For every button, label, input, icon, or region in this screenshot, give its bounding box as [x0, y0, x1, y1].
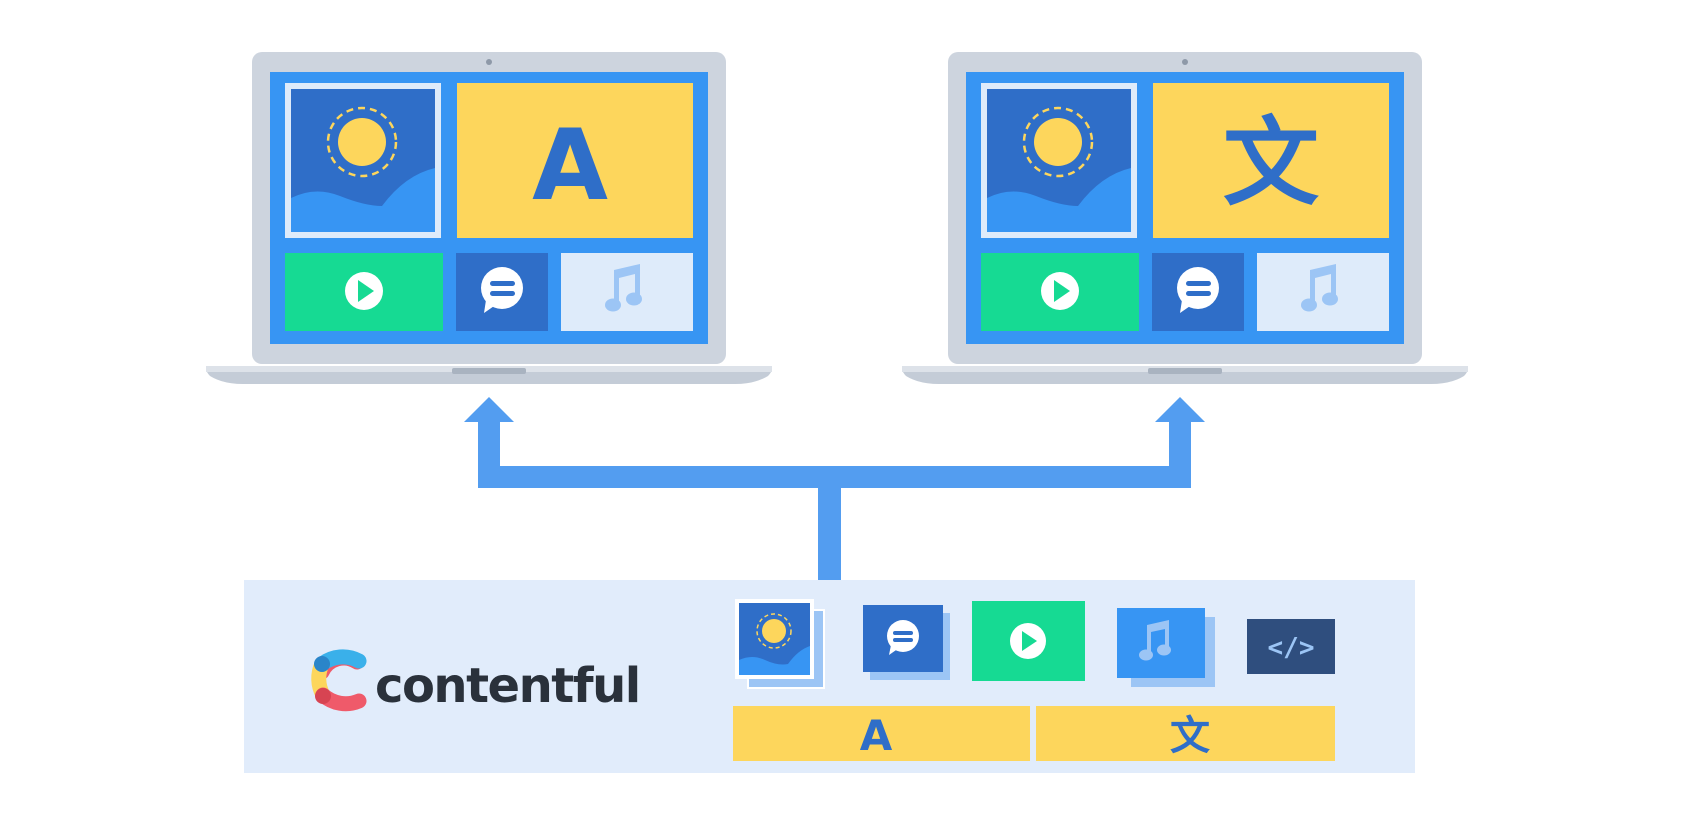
video-tile — [285, 253, 443, 331]
sun-icon — [762, 619, 786, 643]
text-glyph: 文 — [1170, 713, 1210, 759]
laptop-notch — [452, 368, 526, 374]
content-hub: contentful — [244, 580, 1415, 773]
chat-bubble-icon — [1177, 267, 1219, 313]
sun-icon — [1034, 118, 1082, 166]
video-tile — [981, 253, 1139, 331]
audio-tile — [561, 253, 693, 331]
arrow-stem-right — [1169, 420, 1191, 488]
laptop-right: 文 — [902, 52, 1468, 384]
camera-dot — [486, 59, 492, 65]
laptop-notch — [1148, 368, 1222, 374]
text-glyph: A — [860, 711, 893, 760]
hub-code-item: </> — [1247, 619, 1335, 674]
music-note-icon — [605, 264, 642, 312]
chat-bubble-icon — [481, 267, 523, 313]
contentful-logo-icon — [311, 649, 367, 712]
hub-text-item-latin: A — [733, 706, 1030, 761]
arrow-crossbar — [478, 466, 1191, 488]
audio-tile — [1257, 253, 1389, 331]
arrow-head-left — [464, 397, 514, 422]
comment-tile — [1152, 253, 1244, 331]
brand-name: contentful — [375, 658, 640, 714]
hub-video-item — [972, 601, 1085, 681]
code-icon: </> — [1268, 633, 1315, 663]
delivery-arrows — [464, 397, 1205, 580]
laptop-left: A — [206, 52, 772, 384]
music-note-icon — [1139, 620, 1171, 661]
text-glyph: A — [532, 109, 608, 223]
arrow-stem-left — [478, 420, 500, 488]
text-tile: A — [457, 83, 693, 238]
image-tile — [285, 83, 441, 238]
comment-tile — [456, 253, 548, 331]
camera-dot — [1182, 59, 1188, 65]
arrow-head-right — [1155, 397, 1205, 422]
hub-audio-item — [1117, 608, 1215, 687]
hub-image-item — [735, 599, 825, 689]
arrow-stem-center — [818, 466, 841, 580]
image-tile — [981, 83, 1137, 238]
chat-bubble-icon — [887, 620, 919, 655]
hub-text-item-cjk: 文 — [1036, 706, 1335, 761]
hub-comment-item — [863, 605, 950, 680]
text-tile: 文 — [1153, 83, 1389, 238]
sun-icon — [338, 118, 386, 166]
text-glyph: 文 — [1223, 107, 1319, 219]
music-note-icon — [1301, 264, 1338, 312]
